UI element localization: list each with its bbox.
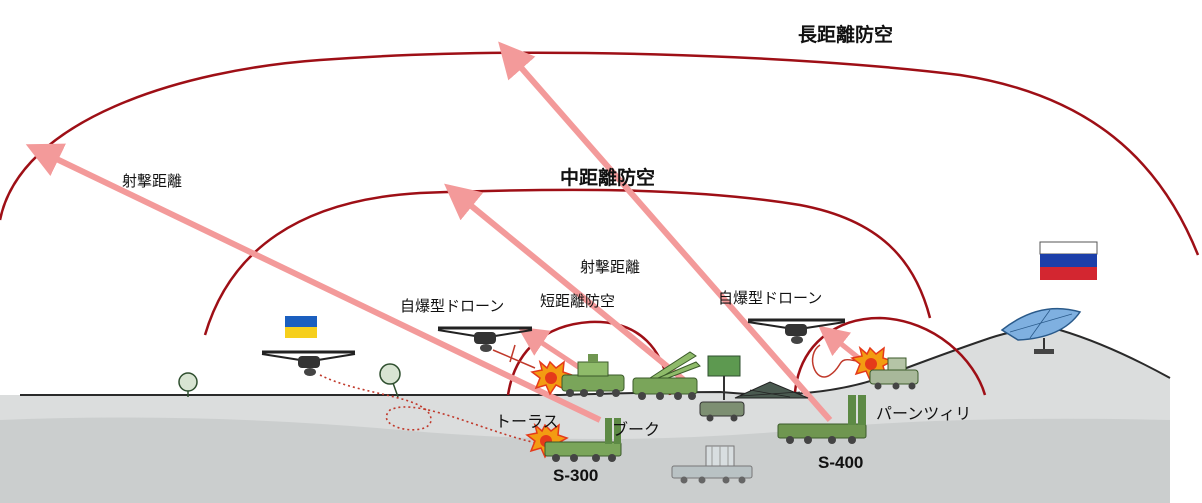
long-range-label: 長距離防空 <box>798 24 894 46</box>
quadcopter-drone-icon <box>437 326 533 352</box>
tor-label: トーラス <box>495 412 559 431</box>
firing-range-label: 射撃距離 <box>122 172 183 190</box>
firing-arrow-s400 <box>498 41 833 422</box>
short-range-label: 短距離防空 <box>540 292 616 310</box>
drone-flight-path-right <box>811 344 861 378</box>
mid-range-dome <box>203 188 932 336</box>
quadcopter-drone-icon <box>261 350 356 376</box>
firing-arrow-tor <box>517 326 582 371</box>
drone-label: 自爆型ドローン <box>718 289 823 307</box>
quadcopter-drone-icon <box>747 318 846 344</box>
s300-launcher-icon <box>544 418 622 462</box>
drone-label: 自爆型ドローン <box>400 297 505 315</box>
drone-attack-line-left <box>492 349 536 369</box>
radar-mast-icon <box>707 355 741 400</box>
radar-dish-icon <box>1000 307 1082 354</box>
pantsir-vehicle-icon <box>869 357 919 390</box>
buk-label: ブーク <box>612 420 661 439</box>
tree-icon <box>178 372 198 397</box>
firing-range-label: 射撃距離 <box>580 258 641 276</box>
mid-range-label: 中距離防空 <box>560 167 656 189</box>
tree-icon <box>379 363 401 398</box>
buk-vehicle-icon <box>632 351 701 400</box>
russia-flag <box>1039 241 1098 280</box>
s400-launcher-icon <box>777 395 867 444</box>
pantsir-label: パーンツィリ <box>876 404 972 423</box>
ground-shading <box>0 417 1170 503</box>
ukraine-flag <box>285 316 317 338</box>
short-range-dome-pantsir <box>793 316 987 396</box>
s300-label: S-300 <box>553 466 599 485</box>
camouflage-shelter-icon <box>734 381 809 399</box>
firing-arrow-s300 <box>25 143 602 423</box>
long-range-dome <box>0 51 1200 256</box>
tor-vehicle-icon <box>561 354 625 397</box>
radar-truck-icon <box>671 445 753 484</box>
drone-intercept-mark <box>509 344 516 363</box>
command-vehicle-icon <box>699 401 745 422</box>
firing-arrow-buk <box>444 183 692 388</box>
s400-label: S-400 <box>818 453 864 472</box>
